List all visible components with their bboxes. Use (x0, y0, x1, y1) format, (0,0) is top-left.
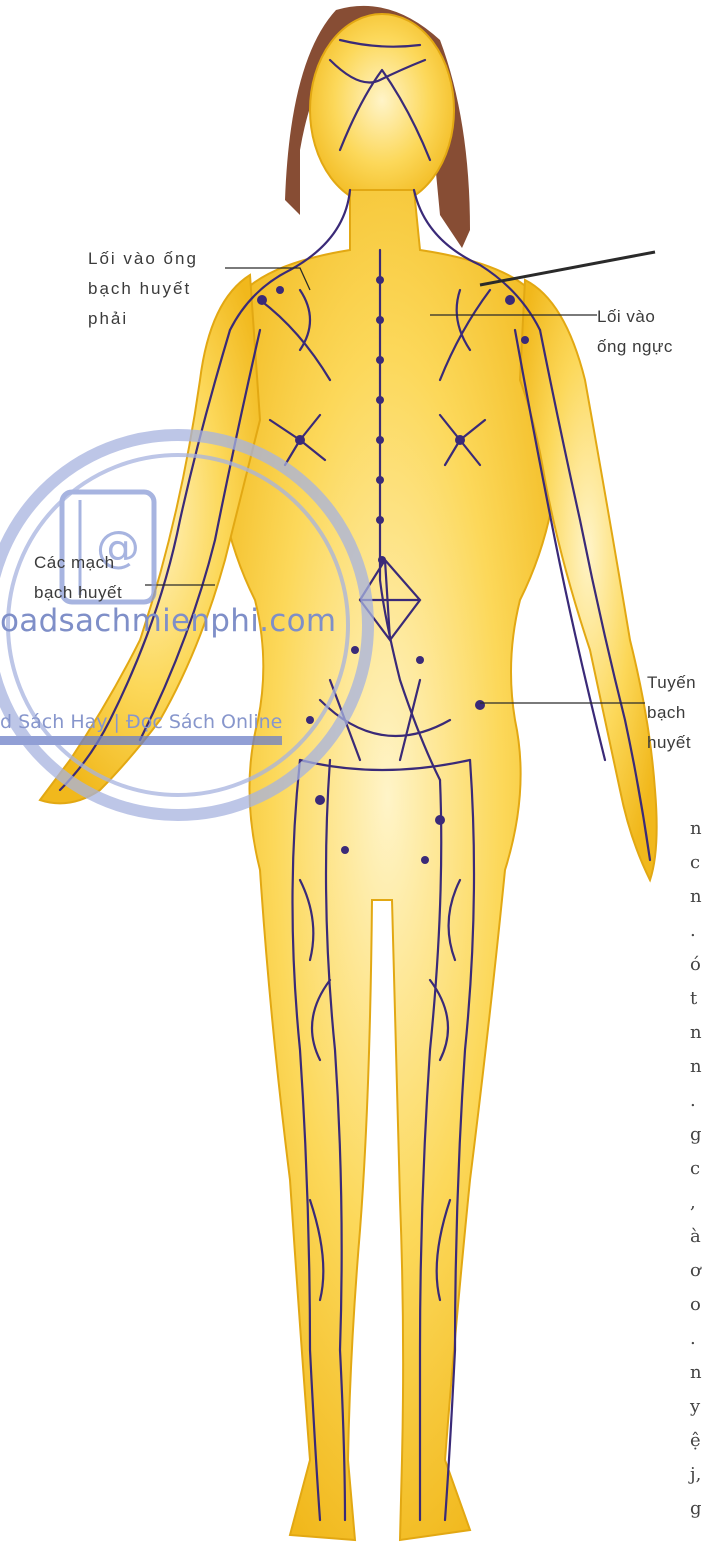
label-lymph-vessels: Các mạch bạch huyết (34, 548, 122, 608)
page-edge-char: g (690, 1124, 702, 1145)
label-thoracic-duct-entry: Lối vào ống ngực (597, 302, 673, 362)
page-edge-char: n (690, 818, 702, 839)
page-edge-char: n (690, 886, 702, 907)
page-edge-char: n (690, 1022, 702, 1043)
page-edge-char: . (690, 1090, 696, 1111)
page-edge-char: , (690, 1192, 696, 1213)
page-edge-char: g (690, 1498, 702, 1519)
page-edge-char: c (690, 1158, 700, 1179)
page-edge-char: . (690, 920, 696, 941)
body-silhouette (40, 14, 657, 1540)
page-edge-char: n (690, 1056, 702, 1077)
page-edge-char: t (690, 988, 697, 1009)
page-edge-char: à (690, 1226, 701, 1247)
page-edge-char: y (690, 1396, 700, 1417)
page-edge-char: ơ (690, 1260, 701, 1281)
watermark-tagline: d Sách Hay | Đọc Sách Online (0, 711, 282, 733)
page-edge-char: o (690, 1294, 701, 1315)
watermark-site-name: oadsachmienphi.com (0, 603, 336, 639)
page-edge-char: . (690, 1328, 696, 1349)
page-edge-char: ệ (690, 1430, 701, 1451)
label-right-lymphatic-duct-entry: Lối vào ống bạch huyết phải (88, 244, 198, 334)
page-edge-char: n (690, 1362, 702, 1383)
page-edge-char: ó (690, 954, 701, 975)
label-lymph-nodes: Tuyến bạch huyết (647, 668, 696, 758)
page-edge-char: j, (690, 1464, 701, 1485)
page-edge-char: c (690, 852, 700, 873)
